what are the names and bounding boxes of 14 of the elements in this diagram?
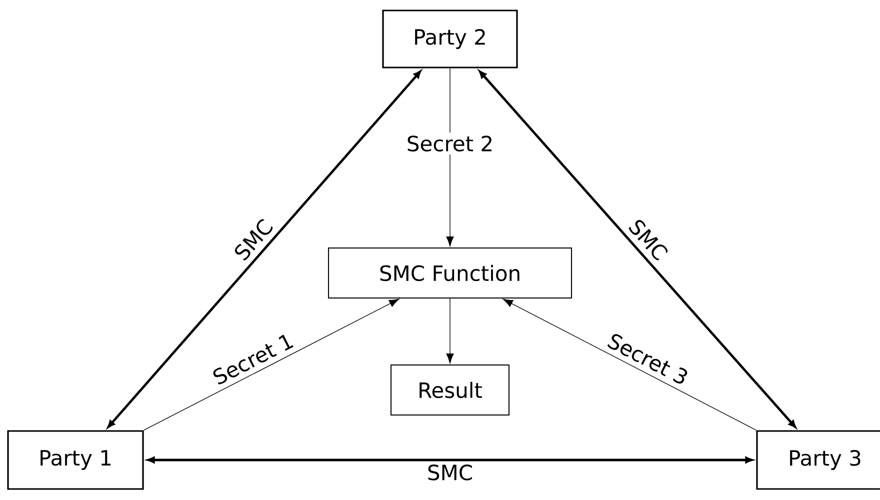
- arrow: [479, 70, 796, 428]
- arrow: [446, 298, 454, 364]
- party-box: Party 1: [7, 430, 144, 490]
- arrow: [446, 68, 454, 246]
- party-box: Result: [390, 364, 510, 416]
- edge-label: Secret 2: [403, 132, 497, 154]
- edge-label: SMC: [428, 464, 472, 480]
- party-box: Party 3: [756, 430, 880, 490]
- party-box: Party 2: [382, 10, 518, 68]
- party-box: SMC Function: [328, 248, 572, 298]
- arrow: [143, 298, 400, 431]
- arrow: [502, 298, 757, 431]
- arrow: [108, 70, 422, 428]
- arrow: [147, 456, 753, 464]
